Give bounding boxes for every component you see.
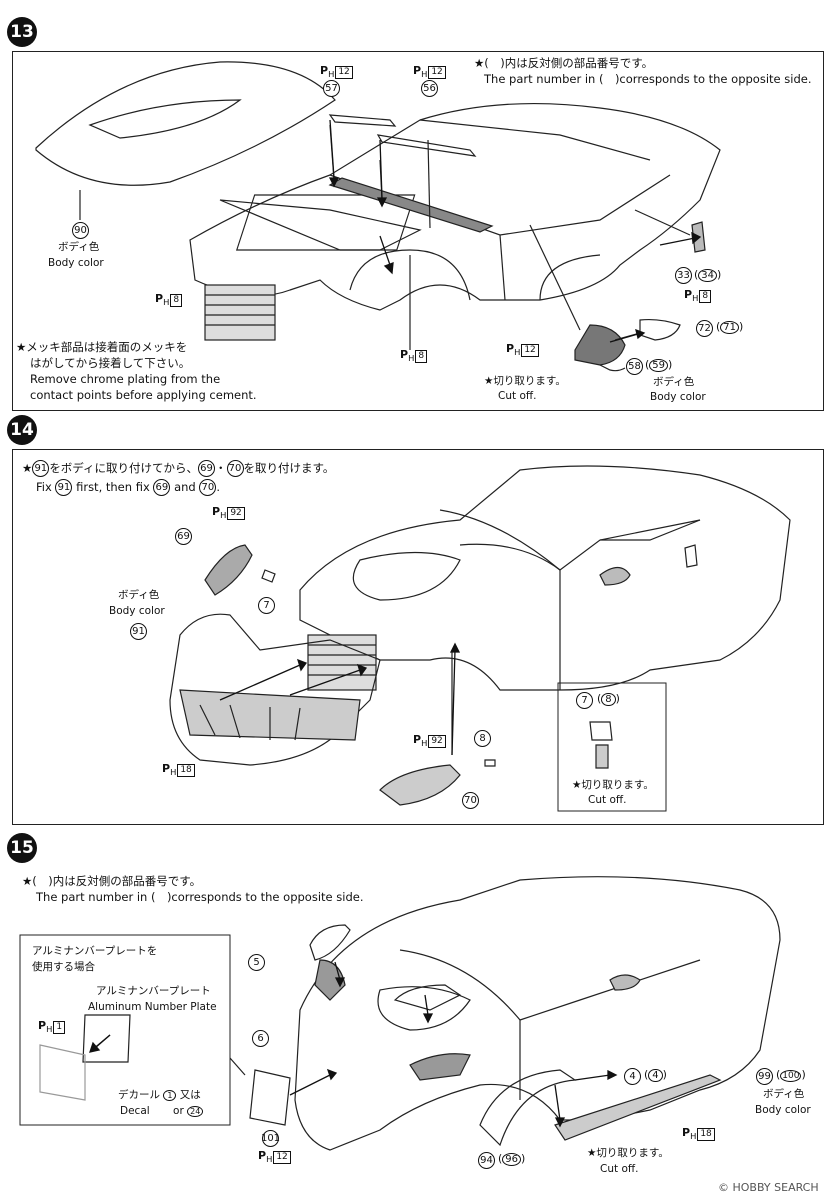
part-69: 69 [175,528,192,545]
part-6: 6 [252,1030,269,1047]
body-color-en-13: Body color [48,257,104,269]
step-13-number: 13 [7,17,37,47]
part-70: 70 [462,792,479,809]
chrome-note-en-1: Remove chrome plating from the [30,372,221,386]
part-8: 8 [474,730,491,747]
cut-off-ja-13: ★切り取ります。 [484,375,566,387]
step-15-number: 15 [7,833,37,863]
decal-ja: デカール 1 又は [118,1089,201,1101]
part-99: 99 [756,1068,773,1085]
step-13-note-ja: ★( )内は反対側の部品番号です。 [474,56,654,70]
alu-plate-en: Aluminum Number Plate [88,1001,217,1013]
part-56: 56 [421,80,438,97]
part-34: (34) [694,268,722,282]
body-color-en-15: Body color [755,1104,811,1116]
box-part-7: 7 [576,692,593,709]
alu-plate-ja: アルミナンバープレート [96,985,211,997]
cut-off-en-13: Cut off. [498,390,537,402]
watermark: © HOBBY SEARCH [718,1181,819,1194]
cut-off-ja-14: ★切り取ります。 [572,779,654,791]
body-color-ja-mirror: ボディ色 [653,376,695,388]
body-color-ja-13: ボディ色 [58,241,100,253]
part-91: 91 [130,623,147,640]
step-14-number: 14 [7,415,37,445]
body-color-ja-15: ボディ色 [763,1088,805,1100]
part-59: (59) [645,358,673,372]
box-part-8: (8) [597,692,620,706]
step-13-note-en: The part number in ( )corresponds to the… [484,72,812,86]
decal-en: Decal or 24 [120,1104,204,1119]
chrome-note-ja-2: はがしてから接着して下さい。 [30,356,191,370]
cut-off-en-14: Cut off. [588,794,627,806]
part-101: 101 [261,1130,280,1147]
step-14-note-en: Fix 91 first, then fix 69 and 70. [36,479,221,496]
part-71: (71) [716,320,744,334]
part-72: 72 [696,320,713,337]
part-57: 57 [323,80,340,97]
body-color-ja-14: ボディ色 [118,589,160,601]
part-5: 5 [248,954,265,971]
body-color-en-14: Body color [109,605,165,617]
part-96: (96) [498,1152,526,1166]
alu-box-title-1: アルミナンバープレートを [32,945,158,957]
part-4: 4 [624,1068,641,1085]
part-58: 58 [626,358,643,375]
step-15-note-en: The part number in ( )corresponds to the… [36,890,364,904]
chrome-note-en-2: contact points before applying cement. [30,388,257,402]
part-33: 33 [675,267,692,284]
alu-box-title-2: 使用する場合 [32,961,95,973]
part-4-opposite: (4) [644,1068,667,1082]
part-100: (100) [776,1068,806,1082]
step-14-panel [12,449,824,825]
cut-off-ja-15: ★切り取ります。 [587,1147,669,1159]
body-color-en-mirror: Body color [650,391,706,403]
cut-off-en-15: Cut off. [600,1163,639,1175]
part-94: 94 [478,1152,495,1169]
part-7: 7 [258,597,275,614]
step-15-note-ja: ★( )内は反対側の部品番号です。 [22,874,202,888]
part-90: 90 [72,222,89,239]
chrome-note-ja-1: ★メッキ部品は接着面のメッキを [16,340,188,354]
